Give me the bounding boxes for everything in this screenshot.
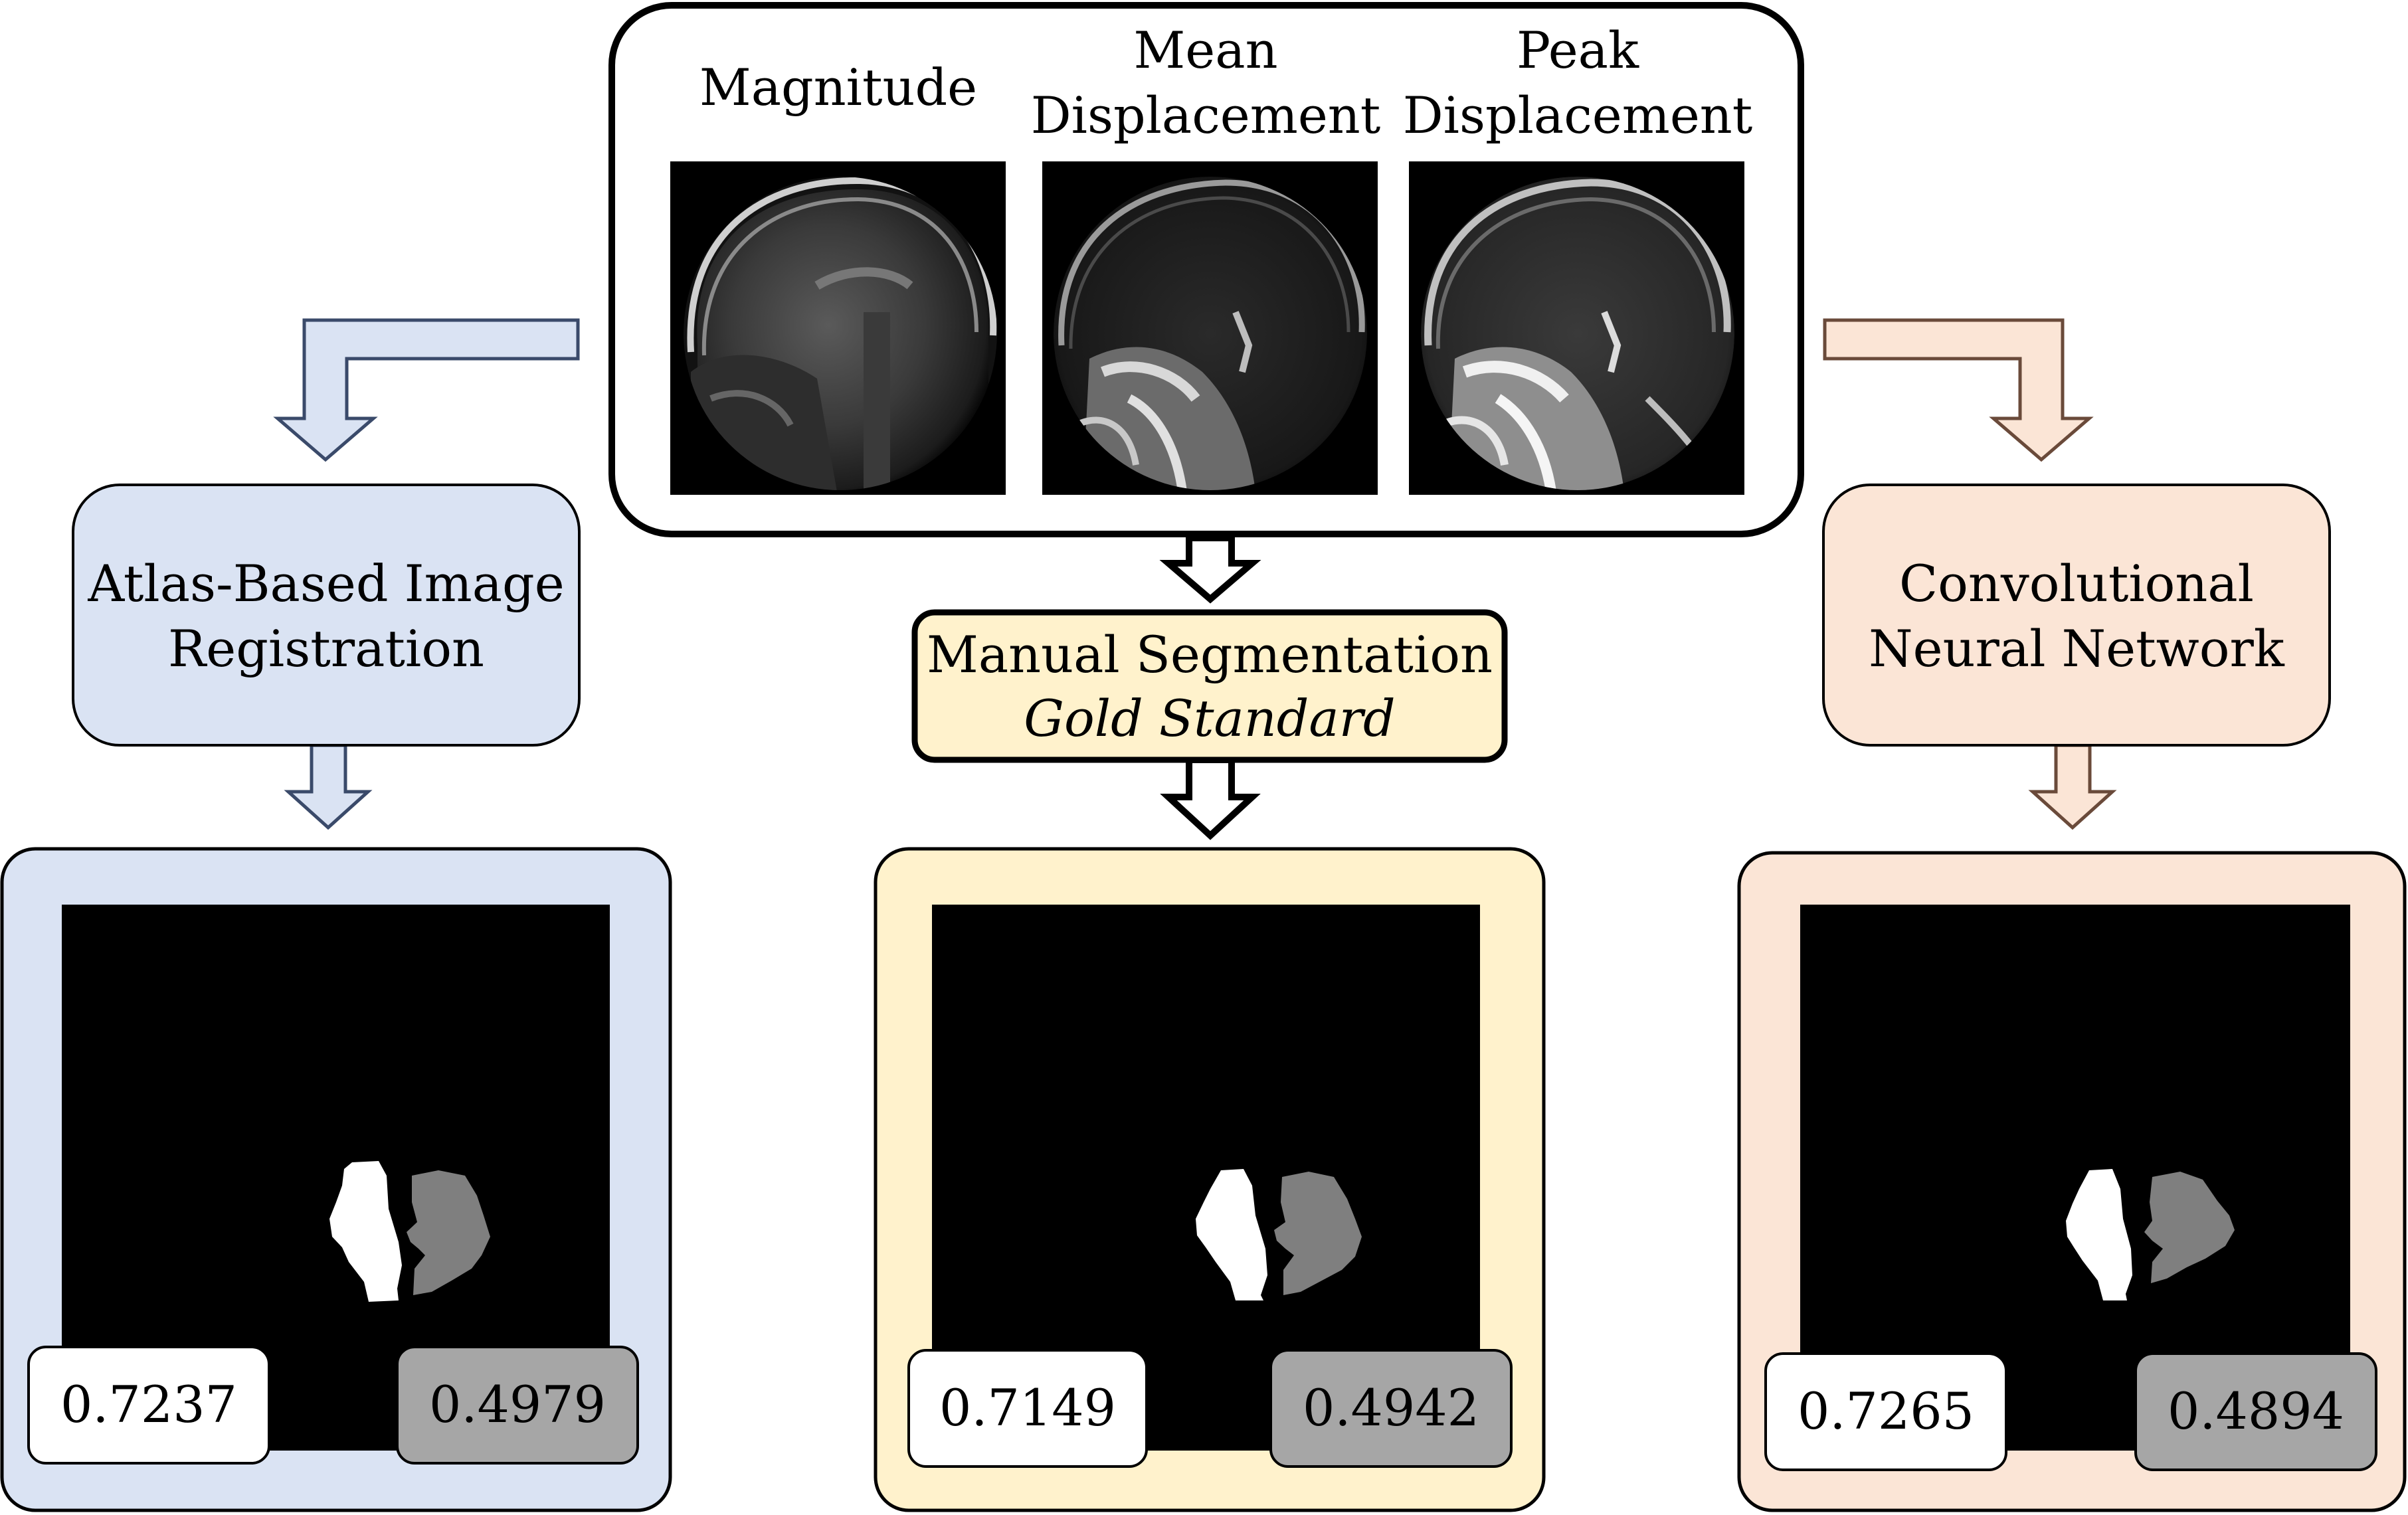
arrow-to-manual [1159, 535, 1261, 604]
arrow-cnn-to-result [2028, 743, 2117, 830]
atlas-white-region [329, 1161, 402, 1302]
mean-displacement-label-line2: Displacement [1031, 86, 1381, 145]
manual-gray-region [1274, 1172, 1362, 1295]
cnn-result-panel: 0.7265 0.4894 [1737, 851, 2407, 1512]
cnn-score-white: 0.7265 [1798, 1381, 1974, 1441]
manual-label-line2: Gold Standard [1024, 689, 1395, 748]
mri-magnitude-image [670, 161, 1006, 495]
peak-displacement-label-line1: Peak [1517, 21, 1639, 80]
atlas-score-gray-box [396, 1346, 639, 1465]
cnn-method-box: Convolutional Neural Network [1822, 484, 2331, 747]
atlas-score-gray: 0.4979 [429, 1375, 606, 1434]
arrow-to-atlas [273, 318, 580, 462]
atlas-gray-region [407, 1170, 490, 1295]
atlas-method-box: Atlas-Based Image Registration [72, 484, 581, 747]
manual-score-gray-box [1269, 1349, 1513, 1468]
atlas-label-line1: Atlas-Based Image [87, 554, 564, 613]
cnn-gray-region [2144, 1172, 2235, 1283]
cnn-score-gray: 0.4894 [2168, 1381, 2344, 1441]
cnn-label-line2: Neural Network [1869, 619, 2285, 678]
cnn-score-gray-box [2134, 1352, 2377, 1471]
mri-peak-displacement-image [1409, 161, 1744, 495]
atlas-result-panel: 0.7237 0.4979 [0, 847, 672, 1512]
manual-white-region [1196, 1169, 1267, 1300]
atlas-score-white: 0.7237 [60, 1375, 237, 1434]
arrow-to-cnn [1823, 318, 2094, 462]
manual-score-white: 0.7149 [939, 1378, 1116, 1437]
cnn-white-region [2066, 1169, 2132, 1300]
peak-displacement-label-line2: Displacement [1403, 86, 1753, 145]
manual-score-gray: 0.4942 [1303, 1378, 1479, 1437]
cnn-label-line1: Convolutional [1899, 554, 2254, 613]
mri-mean-displacement-image [1042, 161, 1378, 495]
arrow-atlas-to-result [284, 743, 373, 830]
cnn-score-white-box [1764, 1352, 2007, 1471]
manual-label-line1: Manual Segmentation [927, 625, 1493, 684]
manual-result-panel: 0.7149 0.4942 [874, 847, 1546, 1512]
magnitude-label: Magnitude [699, 58, 977, 117]
input-panel: Magnitude Mean Displacement Peak Displac… [608, 2, 1804, 537]
atlas-label-line2: Registration [168, 619, 484, 678]
atlas-score-white-box [27, 1346, 270, 1465]
arrow-manual-to-result [1160, 757, 1261, 840]
manual-method-box: Manual Segmentation Gold Standard [911, 609, 1508, 763]
manual-score-white-box [907, 1349, 1148, 1468]
mean-displacement-label-line1: Mean [1133, 21, 1277, 80]
